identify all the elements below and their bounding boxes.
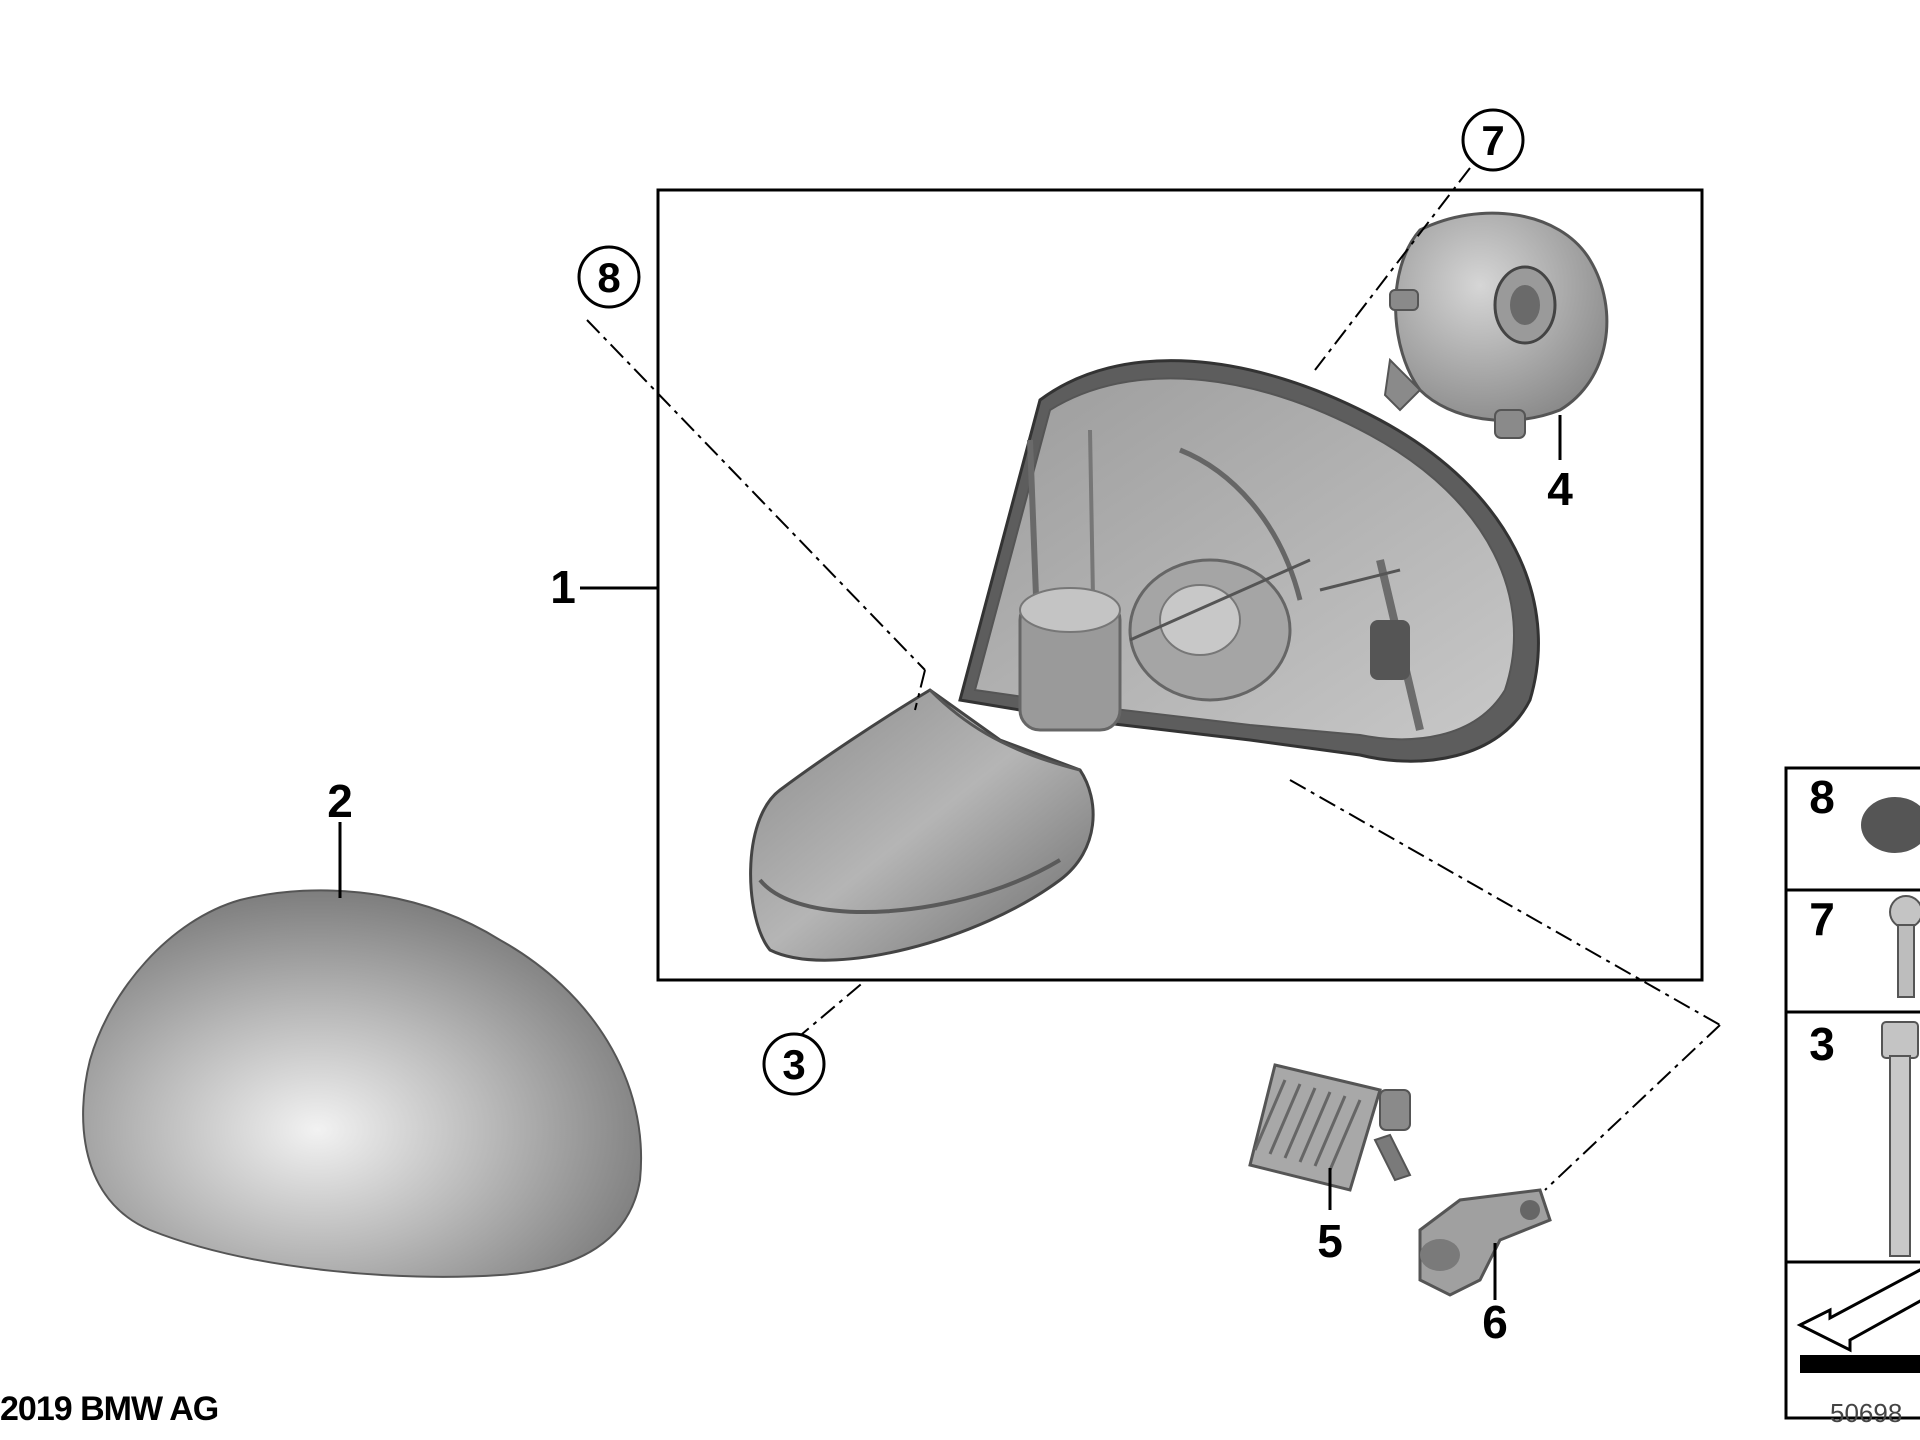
control-module [1248, 1063, 1412, 1192]
callout-6: 6 [1482, 1296, 1508, 1348]
copyright-text: 2019 BMW AG [0, 1390, 219, 1428]
mirror-arm [749, 688, 1095, 962]
mirror-glass-actuator [1383, 211, 1609, 439]
callout-1: 1 [550, 561, 576, 613]
dash-dot-lines [586, 167, 1721, 1191]
callout-5: 5 [1317, 1215, 1343, 1267]
legend-row-3: 3 [1809, 1018, 1835, 1070]
assembly-frame [656, 188, 1704, 982]
callout-3: 3 [762, 1032, 826, 1096]
leader-lines [338, 415, 1562, 1300]
legend-box [1784, 766, 1920, 1420]
callout-7: 7 [1461, 108, 1525, 172]
svg-text:8: 8 [597, 254, 620, 301]
grommet-icon [1861, 797, 1920, 853]
svg-text:3: 3 [782, 1041, 805, 1088]
bolt-icon [1881, 1021, 1919, 1257]
direction-arrow-icon [1796, 1268, 1920, 1353]
mirror-cap [82, 889, 643, 1278]
callout-2: 2 [327, 775, 353, 827]
screw-icon [1889, 895, 1920, 998]
mirror-housing [958, 359, 1540, 763]
legend-row-8: 8 [1809, 771, 1835, 823]
diagram-id: 50698 [1830, 1398, 1903, 1428]
bracket [1418, 1188, 1552, 1297]
svg-text:7: 7 [1481, 117, 1504, 164]
callout-4: 4 [1547, 463, 1573, 515]
legend-row-7: 7 [1809, 893, 1835, 945]
callout-8: 8 [577, 245, 641, 309]
